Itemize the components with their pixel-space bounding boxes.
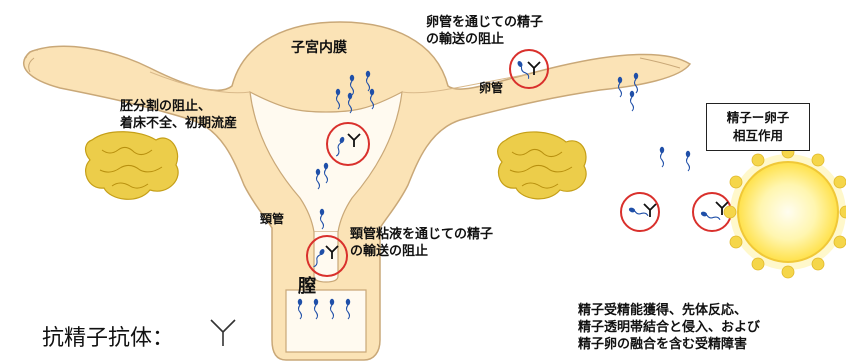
egg-block-circle-left	[620, 192, 660, 232]
oviduct-block-text: 卵管を通じての精子の輸送の阻止	[426, 15, 544, 47]
sperm-egg-interaction-box: 精子ー卵子相互作用	[706, 103, 810, 151]
vagina-label: 膣	[298, 276, 316, 297]
oviduct-label: 卵管	[479, 81, 504, 95]
cervix-block-circle	[306, 235, 348, 277]
oviduct-block-circle	[509, 49, 549, 89]
cervical-block-text: 頸管粘液を通じての精子の輸送の阻止	[350, 227, 494, 259]
left-ovary	[84, 131, 179, 200]
right-ovary	[497, 131, 587, 200]
uterus-block-circle	[326, 122, 370, 166]
antibody-legend-label: 抗精子抗体：	[42, 326, 175, 351]
egg-cell	[723, 145, 846, 279]
implantation-block-text: 胚分割の阻止、着床不全、初期流産	[120, 99, 238, 131]
antibody-icon	[210, 319, 236, 346]
cervix-label: 頸管	[260, 212, 285, 226]
fertilization-block-text: 精子受精能獲得、先体反応、精子透明帯結合と侵入、および精子卵の融合を含む受精障害	[578, 303, 761, 352]
uterine-cavity	[249, 90, 403, 233]
endometrium-label: 子宮内膜	[291, 40, 347, 56]
